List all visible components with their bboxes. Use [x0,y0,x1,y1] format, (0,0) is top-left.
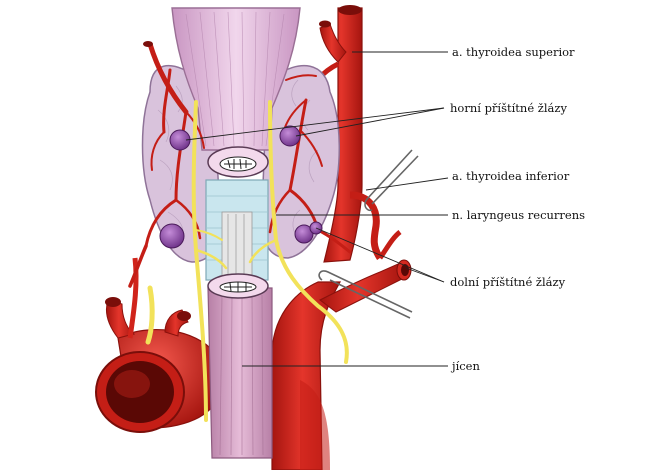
label-inferior-thyroid-artery: a. thyroidea inferior [452,169,570,183]
leader-lines [185,51,449,367]
label-esophagus: jícen [450,359,480,373]
leader-lower-glands-right [405,267,445,283]
parathyroid-lower-left [159,223,185,249]
leader-inf-artery [365,177,449,191]
label-superior-thyroid-artery: a. thyroidea superior [452,45,575,59]
trachea-cross-section-upper [207,146,269,178]
trachea-cross-section-lower [207,273,269,299]
esophagus [207,287,273,459]
parathyroid-upper-left [169,129,191,151]
leader-upper-glands-right [295,107,445,137]
label-upper-parathyroid-glands: horní příštítné žlázy [450,101,567,115]
parathyroid-upper-right [279,125,301,147]
label-recurrent-laryngeal-nerve: n. laryngeus recurrens [452,208,585,222]
retractor-hooks [318,149,419,319]
recurrent-laryngeal-nerves [145,100,349,422]
leader-upper-glands-left [185,107,445,141]
leader-lower-glands-left [315,227,445,283]
right-artery-trunk [271,259,412,470]
aortic-arch [95,257,215,433]
label-lower-parathyroid-glands: dolní příštítné žlázy [450,275,566,289]
trachea [205,179,269,281]
